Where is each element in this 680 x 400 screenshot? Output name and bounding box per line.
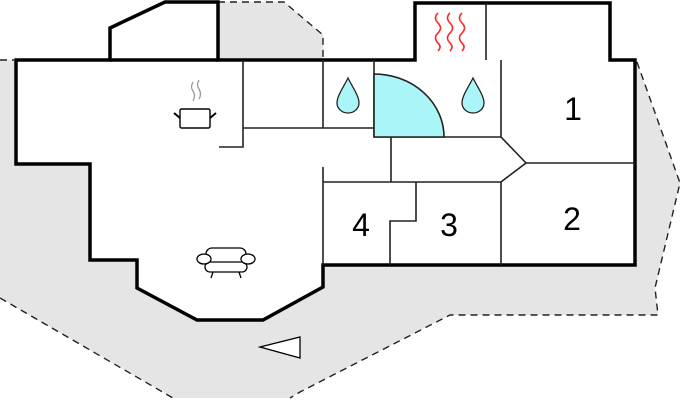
room-4-label: 4 (352, 207, 370, 243)
terrace-boundary (289, 61, 680, 399)
living-sofa-icon (196, 247, 256, 279)
sauna-heat-icon (434, 12, 466, 52)
entrance-arrow-icon (257, 336, 301, 359)
bathroom-drop-icon (336, 76, 360, 114)
kitchen-pot-icon (173, 79, 217, 129)
building-floor (16, 2, 635, 320)
bathroom-drop-icon (461, 76, 485, 114)
room-2-label: 2 (563, 201, 581, 237)
room-3-label: 3 (440, 207, 458, 243)
room-1-label: 1 (564, 91, 582, 127)
terrace-boundary (0, 297, 174, 399)
shower-icon (373, 73, 445, 138)
